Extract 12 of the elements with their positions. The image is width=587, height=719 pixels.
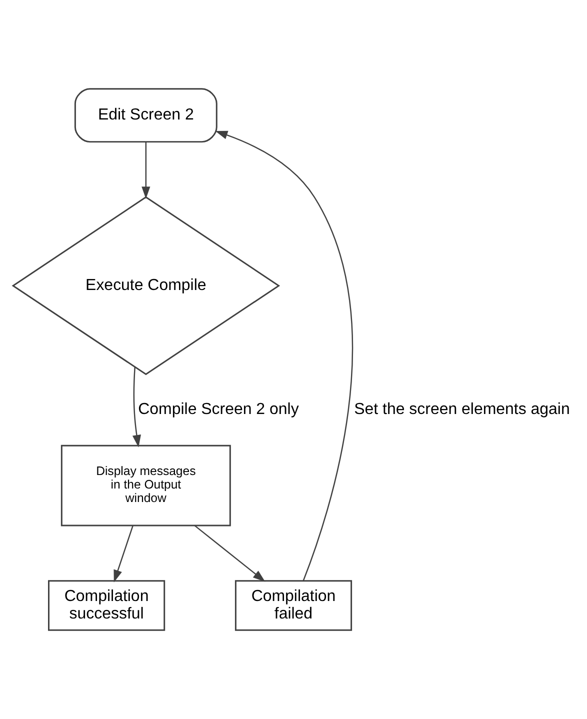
- node-box: Display messages in the Output window: [60, 444, 231, 526]
- arrow: [132, 366, 141, 448]
- edge-label: Compile Screen 2 only: [138, 401, 299, 418]
- arrow: [215, 130, 353, 581]
- arrow: [194, 525, 266, 582]
- node-box: Compilation successful: [48, 580, 166, 631]
- node-box: Edit Screen 2: [74, 88, 218, 143]
- edge-label: Set the screen elements again: [354, 401, 570, 418]
- node-diamond: Execute Compile: [12, 196, 280, 376]
- arrow: [114, 525, 134, 582]
- arrow: [142, 142, 150, 199]
- node-box: Compilation failed: [234, 580, 352, 631]
